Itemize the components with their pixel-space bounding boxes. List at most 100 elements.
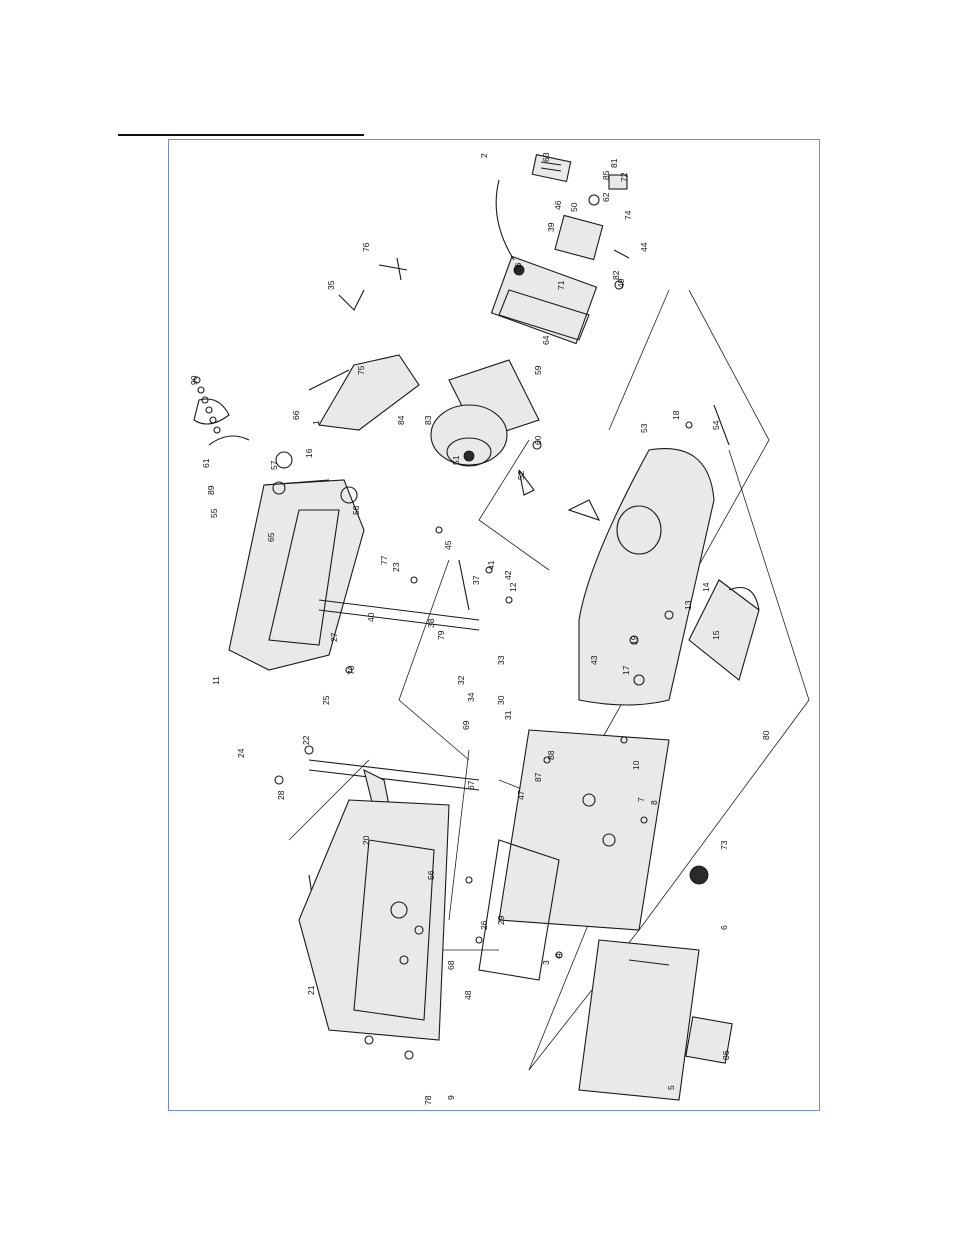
callout-54: 54	[711, 420, 721, 430]
work-table	[567, 448, 760, 706]
base-frame	[478, 729, 709, 981]
callout-18: 18	[671, 410, 681, 420]
callout-68: 68	[446, 960, 456, 970]
callout-83: 83	[423, 415, 433, 425]
callout-25: 25	[321, 695, 331, 705]
callout-37: 37	[471, 575, 481, 585]
callout-23: 23	[391, 562, 401, 572]
callout-75: 75	[356, 365, 366, 375]
callout-38: 38	[426, 618, 436, 628]
callout-64: 64	[541, 335, 551, 345]
callout-86: 86	[721, 1050, 731, 1060]
callout-57: 57	[269, 460, 279, 470]
callout-16: 16	[304, 448, 314, 458]
callout-81: 81	[609, 158, 619, 168]
callout-9: 9	[446, 1095, 456, 1100]
callout-34: 34	[466, 692, 476, 702]
callout-24: 24	[236, 748, 246, 758]
callout-26: 26	[479, 920, 489, 930]
hex-key-tools	[338, 257, 408, 311]
callout-72: 72	[619, 172, 629, 182]
callout-84: 84	[396, 415, 406, 425]
exploded-parts-diagram: 2638185726250463974443671824964596051527…	[189, 152, 810, 1105]
callout-33: 33	[496, 655, 506, 665]
callout-3: 3	[541, 960, 551, 965]
callout-50: 50	[569, 202, 579, 212]
blade-guard	[193, 354, 420, 446]
callout-74: 74	[623, 210, 633, 220]
callout-89: 89	[206, 485, 216, 495]
callout-49: 49	[616, 278, 626, 288]
motor-assembly	[430, 154, 630, 496]
callout-78: 78	[423, 1095, 433, 1105]
callout-43: 43	[589, 655, 599, 665]
callout-6: 6	[719, 925, 729, 930]
callout-7: 7	[636, 797, 646, 802]
callout-29: 29	[496, 915, 506, 925]
callout-46: 46	[553, 200, 563, 210]
callout-70: 70	[346, 665, 356, 675]
callout-31: 31	[503, 710, 513, 720]
callout-52: 52	[516, 470, 526, 480]
callout-73: 73	[719, 840, 729, 850]
callout-30: 30	[496, 695, 506, 705]
callout-77: 77	[379, 555, 389, 565]
callout-65: 65	[266, 532, 276, 542]
callout-32: 32	[456, 675, 466, 685]
callout-63: 63	[541, 152, 551, 162]
dust-tray	[578, 939, 733, 1101]
callout-42: 42	[503, 570, 513, 580]
callout-22: 22	[301, 735, 311, 745]
callout-58: 58	[351, 505, 361, 515]
callout-4: 4	[553, 953, 563, 958]
callout-55: 55	[209, 508, 219, 518]
callout-59: 59	[533, 365, 543, 375]
callout-47: 47	[516, 790, 526, 800]
callout-35: 35	[326, 280, 336, 290]
callout-39: 39	[546, 222, 556, 232]
callout-69: 69	[461, 720, 471, 730]
callout-14: 14	[701, 582, 711, 592]
callout-27: 27	[329, 632, 339, 642]
callout-20: 20	[361, 835, 371, 845]
callout-56: 56	[426, 870, 436, 880]
small-fasteners	[274, 404, 730, 1060]
callout-41: 41	[486, 560, 496, 570]
callout-45: 45	[443, 540, 453, 550]
callout-11: 11	[211, 676, 221, 685]
callout-40: 40	[366, 612, 376, 622]
callout-88: 88	[546, 750, 556, 760]
callout-8: 8	[649, 800, 659, 805]
callout-71: 71	[556, 280, 566, 290]
lower-arm	[298, 799, 450, 1041]
header-rule	[118, 134, 364, 136]
upper-arm	[228, 451, 365, 671]
callout-48: 48	[463, 990, 473, 1000]
callout-21: 21	[306, 985, 316, 995]
callout-2: 2	[479, 153, 489, 158]
callout-1: 1	[311, 420, 321, 425]
callout-60: 60	[533, 435, 543, 445]
callout-13: 13	[683, 600, 693, 610]
callout-90: 90	[189, 375, 199, 385]
callout-19: 19	[629, 635, 639, 645]
callout-36: 36	[513, 262, 523, 272]
callout-51: 51	[451, 455, 461, 465]
callout-17: 17	[621, 665, 631, 675]
callout-15: 15	[711, 630, 721, 640]
callout-67: 67	[466, 780, 476, 790]
callout-53: 53	[639, 423, 649, 433]
callout-28: 28	[276, 790, 286, 800]
callout-10: 10	[631, 760, 641, 770]
callout-5: 5	[666, 1085, 676, 1090]
callout-79: 79	[436, 630, 446, 640]
callout-61: 61	[201, 458, 211, 468]
callout-82: 82	[611, 270, 621, 280]
callout-44: 44	[639, 242, 649, 252]
callout-12: 12	[508, 582, 518, 592]
callout-76: 76	[361, 242, 371, 252]
callout-85: 85	[601, 170, 611, 180]
callout-80: 80	[761, 730, 771, 740]
